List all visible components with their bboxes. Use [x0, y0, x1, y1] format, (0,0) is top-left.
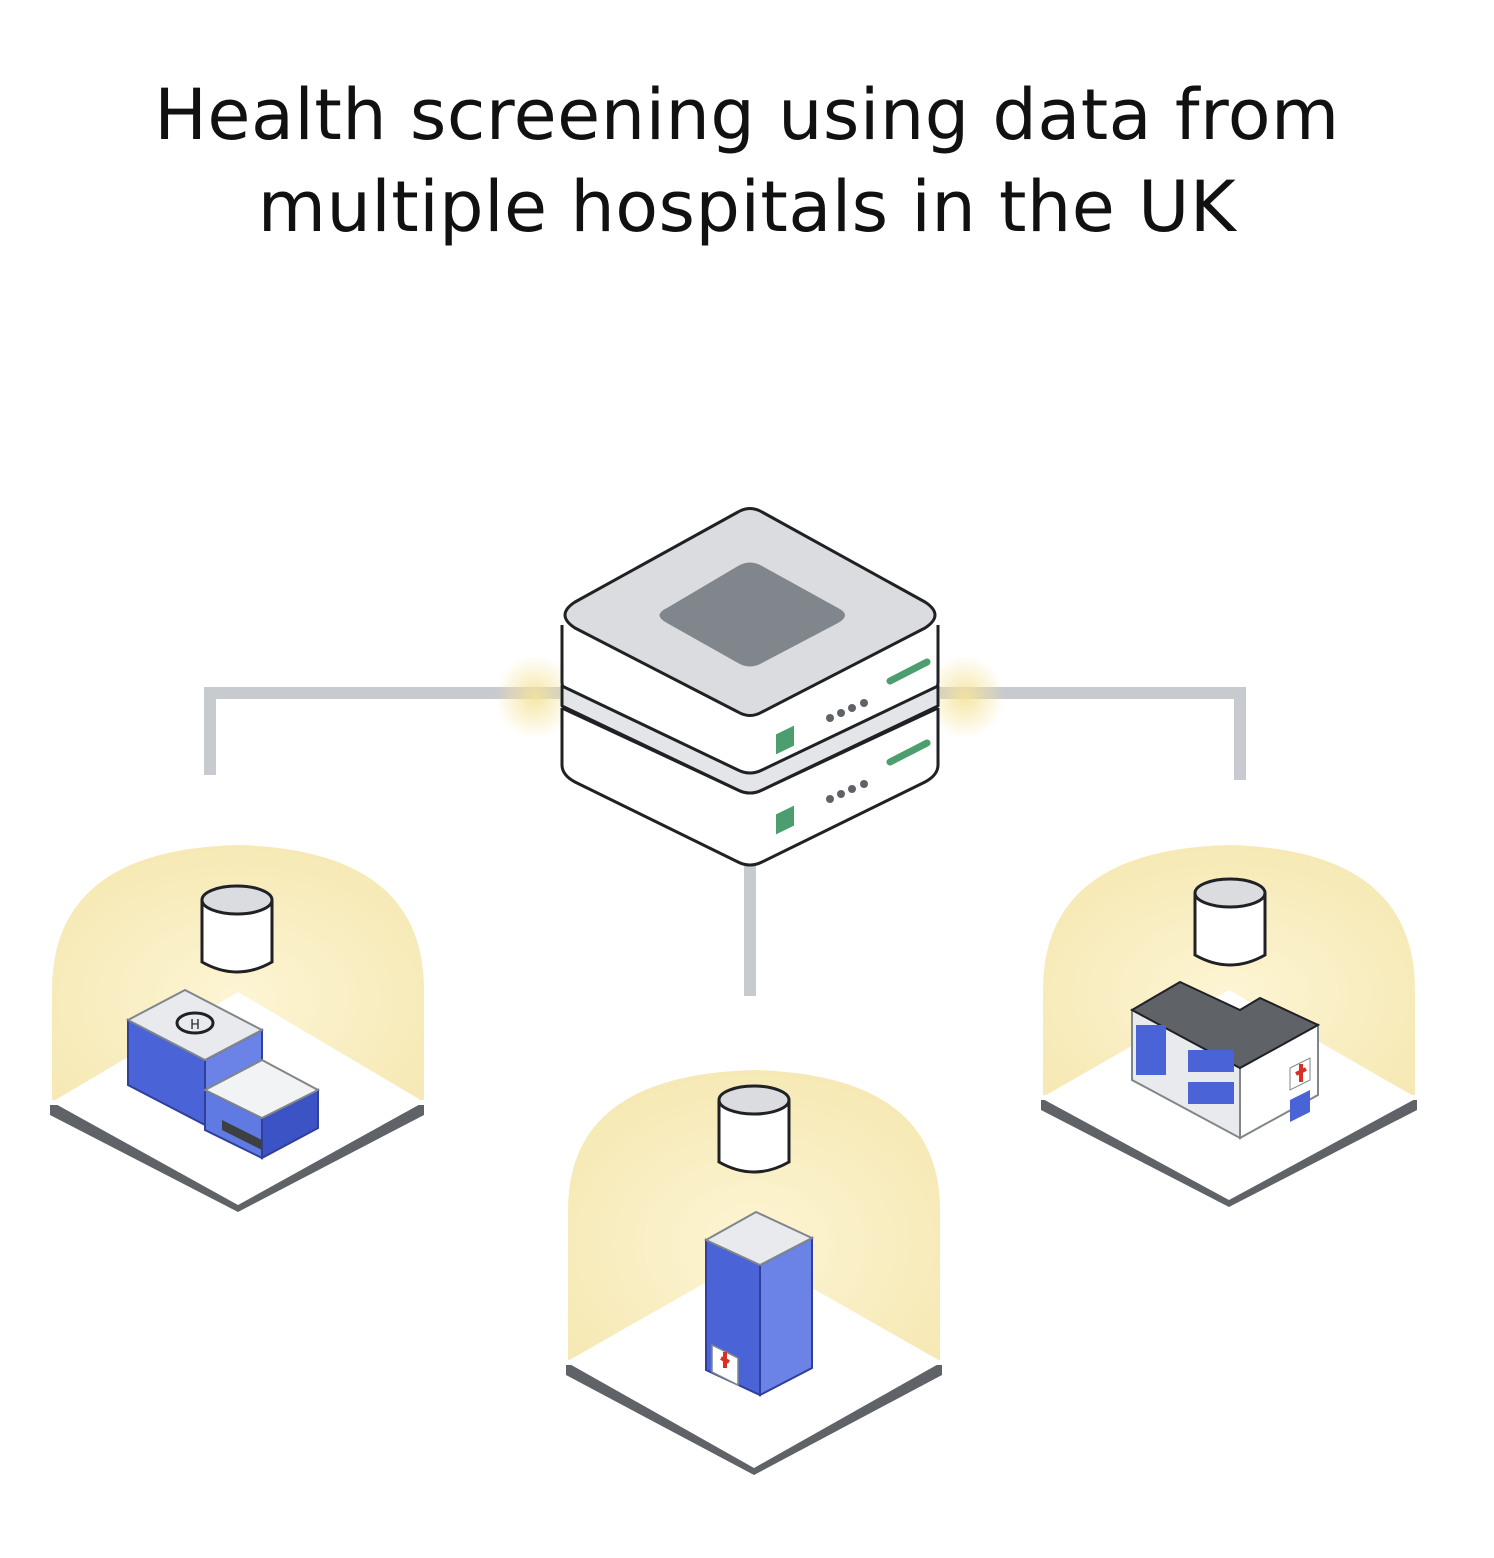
- hospital-building-icon: H: [125, 988, 321, 1160]
- svg-text:H: H: [190, 1018, 200, 1033]
- title-line-1: Health screening using data from: [154, 73, 1340, 156]
- server-status-leds: [776, 658, 931, 835]
- signal-glow-right: [925, 655, 1005, 739]
- database-icon: [200, 884, 274, 974]
- database-icon: [1193, 877, 1267, 967]
- signal-glow-left: [495, 655, 575, 739]
- connector-left: [204, 687, 560, 775]
- hospital-building-icon: [703, 1210, 815, 1397]
- hospital-building-icon: [1129, 980, 1321, 1140]
- connector-right: [940, 687, 1246, 780]
- title-line-2: multiple hospitals in the UK: [257, 165, 1237, 248]
- page-title: Health screening using data from multipl…: [0, 69, 1494, 253]
- hospital-node-middle: [566, 1070, 942, 1475]
- central-server-icon: [560, 507, 940, 867]
- database-icon: [717, 1084, 791, 1174]
- hospital-node-left: H: [50, 845, 424, 1212]
- connector-lines: [204, 687, 1246, 996]
- hospital-node-right: [1041, 845, 1417, 1207]
